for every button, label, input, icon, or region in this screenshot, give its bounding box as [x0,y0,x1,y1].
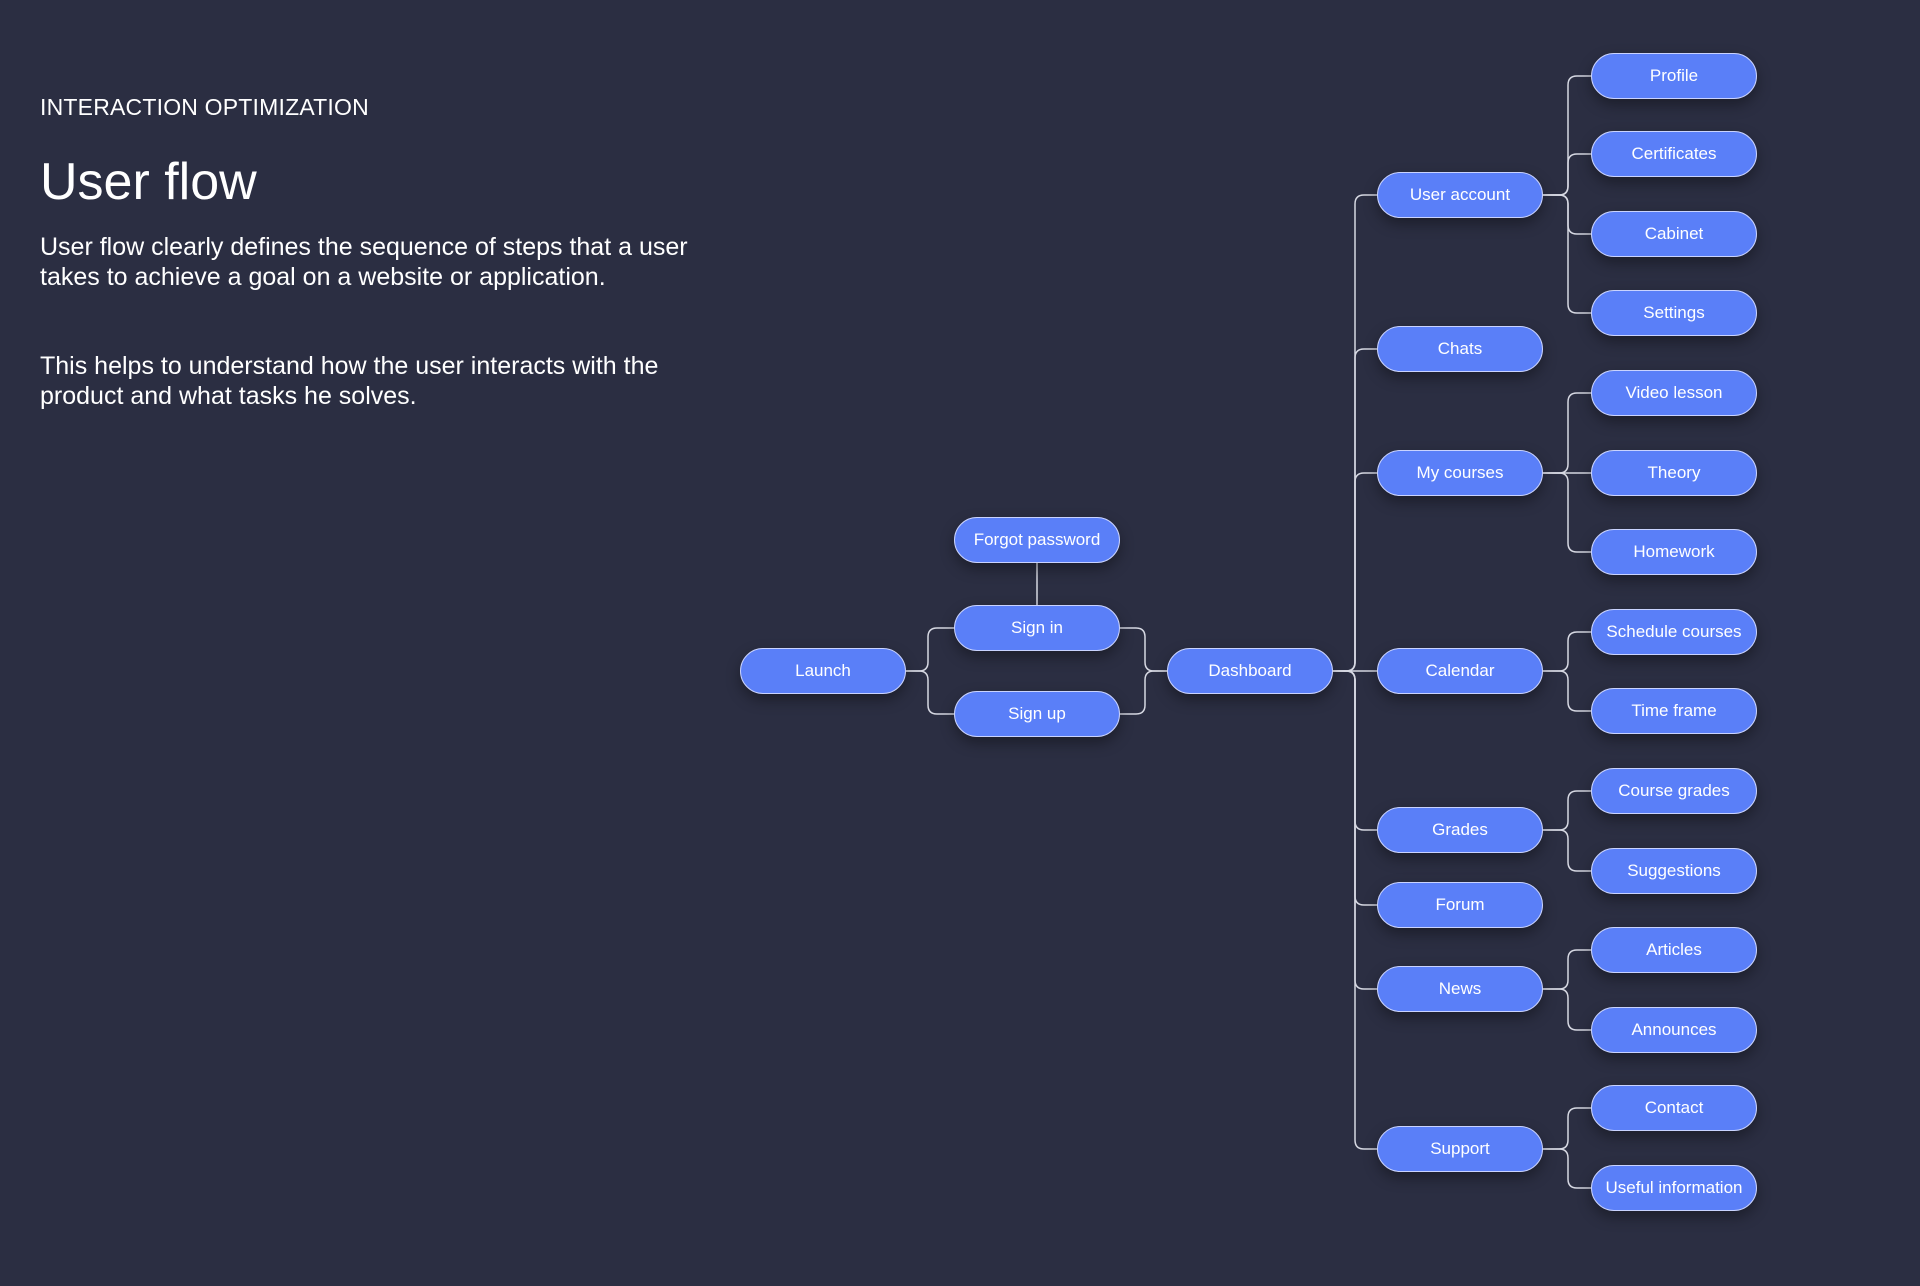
connector-dashboard-to-support [1333,670,1377,1150]
node-theory[interactable]: Theory [1591,450,1757,496]
connector-user_account-to-settings [1543,194,1591,314]
node-user-account[interactable]: User account [1377,172,1543,218]
connector-my_courses-to-video_lesson [1543,392,1591,474]
page-title: User flow [40,153,257,211]
connector-my_courses-to-homework [1543,472,1591,553]
node-suggestions[interactable]: Suggestions [1591,848,1757,894]
node-my-courses[interactable]: My courses [1377,450,1543,496]
node-profile[interactable]: Profile [1591,53,1757,99]
connector-launch-to-sign_up [906,670,954,715]
node-forgot-password[interactable]: Forgot password [954,517,1120,563]
node-useful-information[interactable]: Useful information [1591,1165,1757,1211]
node-certificates[interactable]: Certificates [1591,131,1757,177]
node-dashboard[interactable]: Dashboard [1167,648,1333,694]
node-support[interactable]: Support [1377,1126,1543,1172]
connector-launch-to-sign_in [906,627,954,672]
node-announces[interactable]: Announces [1591,1007,1757,1053]
node-news[interactable]: News [1377,966,1543,1012]
connector-user_account-to-profile [1543,75,1591,196]
node-schedule-courses[interactable]: Schedule courses [1591,609,1757,655]
node-video-lesson[interactable]: Video lesson [1591,370,1757,416]
connector-user_account-to-certificates [1543,153,1591,196]
node-homework[interactable]: Homework [1591,529,1757,575]
node-time-frame[interactable]: Time frame [1591,688,1757,734]
connector-dashboard-to-my_courses [1333,472,1377,672]
connector-grades-to-suggestions [1543,829,1591,872]
description-paragraph: This helps to understand how the user in… [40,352,659,410]
connector-sign_up-to-dashboard [1120,670,1167,715]
connector-grades-to-course_grades [1543,790,1591,831]
connector-support-to-contact [1543,1107,1591,1150]
connector-calendar-to-time_frame [1543,670,1591,712]
node-sign-up[interactable]: Sign up [954,691,1120,737]
node-forum[interactable]: Forum [1377,882,1543,928]
connector-news-to-articles [1543,949,1591,990]
node-chats[interactable]: Chats [1377,326,1543,372]
connector-support-to-useful_information [1543,1148,1591,1189]
node-sign-in[interactable]: Sign in [954,605,1120,651]
node-cabinet[interactable]: Cabinet [1591,211,1757,257]
connector-sign_in-to-dashboard [1120,627,1167,672]
node-contact[interactable]: Contact [1591,1085,1757,1131]
connector-news-to-announces [1543,988,1591,1031]
description-paragraph: User flow clearly defines the sequence o… [40,233,688,291]
node-launch[interactable]: Launch [740,648,906,694]
connector-calendar-to-schedule_courses [1543,631,1591,672]
node-grades[interactable]: Grades [1377,807,1543,853]
node-course-grades[interactable]: Course grades [1591,768,1757,814]
node-settings[interactable]: Settings [1591,290,1757,336]
node-calendar[interactable]: Calendar [1377,648,1543,694]
section-eyebrow: INTERACTION OPTIMIZATION [40,94,369,120]
node-articles[interactable]: Articles [1591,927,1757,973]
